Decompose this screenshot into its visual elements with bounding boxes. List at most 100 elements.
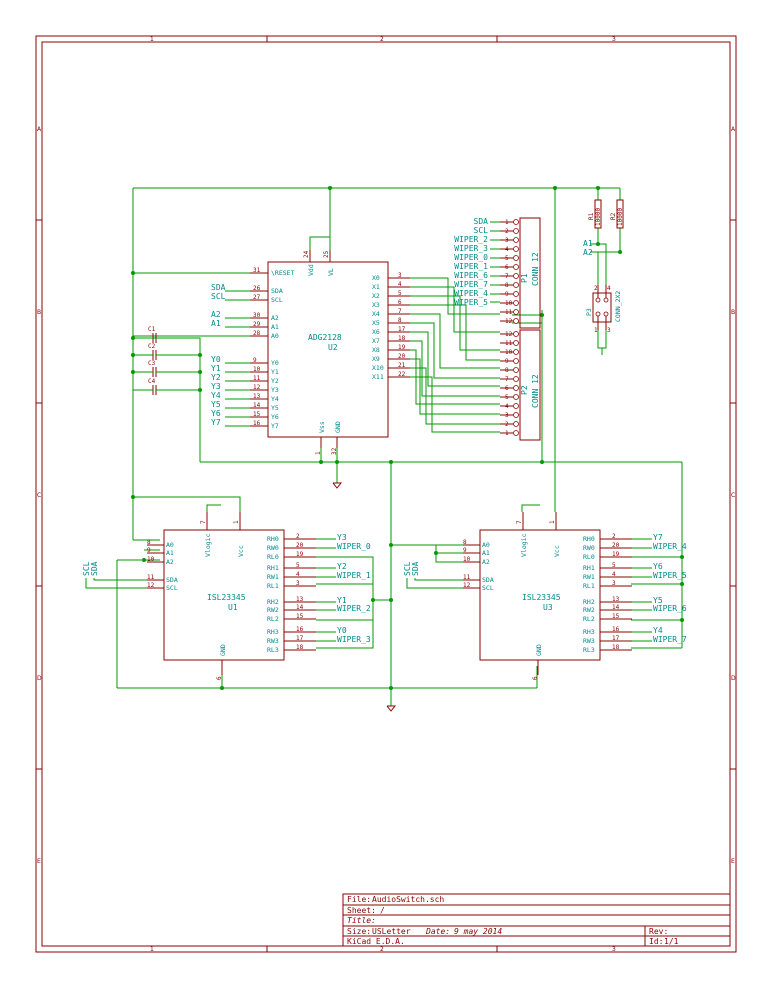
u2-pin-number: 6: [398, 299, 402, 306]
p1-pins: 1SDA2SCL3WIPER_24WIPER_35WIPER_06WIPER_1…: [454, 217, 519, 325]
c2-ref: C2: [148, 343, 156, 350]
u1-pin-number: 15: [296, 613, 304, 620]
u3-scl-label: SCL: [403, 561, 412, 576]
u1-value: ISL23345: [207, 593, 246, 602]
resistor-r1[interactable]: R1 10000: [588, 199, 602, 229]
net-label-a1: A1: [583, 239, 593, 248]
net-label-wiper-5: WIPER_5: [454, 298, 488, 307]
u1-pin-name: A2: [166, 558, 174, 566]
u2-pin-number: 14: [253, 402, 261, 409]
u3-pin-number: 20: [612, 542, 620, 549]
u2-pin-name: Y0: [271, 359, 279, 367]
u1-pin-number: 14: [296, 604, 304, 611]
resistor-r2[interactable]: R2 10000: [610, 199, 624, 229]
net-label-y5: Y5: [211, 400, 221, 409]
border-row-c-right: C: [731, 492, 735, 499]
u3-pin-name: A0: [482, 541, 490, 549]
p2-pin-circle: [513, 340, 519, 346]
u3-pin-number: 14: [612, 604, 620, 611]
u2-pin-name: Y4: [271, 395, 279, 403]
u3-pin-number: 15: [612, 613, 620, 620]
net-label-y3: Y3: [211, 382, 221, 391]
p1-pin-number: 12: [505, 318, 513, 325]
u3-pin-number: 6: [532, 676, 539, 680]
u2-pin-name: SCL: [271, 296, 283, 304]
u2-pin-name: X2: [372, 292, 380, 300]
p1-pin-circle: [513, 273, 519, 279]
p3-connector[interactable]: 2 4 1 3 P3 CONN_2X2: [585, 285, 622, 334]
u1-pin-name: A0: [166, 541, 174, 549]
u3-pin-number: 10: [463, 556, 471, 563]
u2-pin-name: Vss: [318, 421, 326, 433]
p1-pin-circle: [513, 237, 519, 243]
u2-pin-number: 7: [398, 308, 402, 315]
u3-pin-number: 4: [612, 571, 616, 578]
u2-pin-number: 18: [398, 335, 406, 342]
u2-value: ADG2128: [308, 333, 342, 342]
u2-pin-name: Y2: [271, 377, 279, 385]
size-label: Size:: [347, 927, 371, 936]
net-label-y3: Y3: [337, 533, 347, 542]
r2-ref: R2: [610, 212, 617, 220]
p3-pin-4: 4: [607, 285, 611, 292]
u2-pin-number: 28: [253, 330, 261, 337]
u3-pin-name: Vcc: [553, 545, 561, 557]
u1-pin-name: RW3: [267, 637, 279, 645]
net-label-wiper-3: WIPER_3: [337, 635, 371, 644]
u2-pin-name: X7: [372, 337, 380, 345]
u3-pin-name: RL0: [583, 553, 595, 561]
u1-pin-name: Vlogic: [204, 533, 212, 557]
u3-pin-name: SDA: [482, 576, 494, 584]
p1-connector[interactable]: CONN_12 P1 1SDA2SCL3WIPER_24WIPER_35WIPE…: [454, 217, 541, 329]
net-label-wiper-2: WIPER_2: [337, 604, 371, 613]
u1-pin-number: 13: [296, 596, 304, 603]
u1-pin-name: RH2: [267, 598, 279, 606]
u3-ref: U3: [543, 603, 553, 612]
junctions: [131, 186, 684, 690]
u1-pin-number: 11: [147, 574, 155, 581]
u3-pin-number: 19: [612, 551, 620, 558]
u3-pin-number: 8: [463, 539, 467, 546]
u3-pin-name: RW0: [583, 544, 595, 552]
p1-pin-circle: [513, 282, 519, 288]
net-label-a2: A2: [583, 248, 593, 257]
u2-pin-name: Y5: [271, 404, 279, 412]
p1-pin-number: 4: [505, 246, 509, 253]
net-label-wiper-0: WIPER_0: [337, 542, 371, 551]
u2-pin-number: 15: [253, 411, 261, 418]
net-label-a1: A1: [211, 319, 221, 328]
id-label: Id:: [649, 937, 663, 946]
file-value: AudioSwitch.sch: [372, 895, 444, 904]
u1-pin-number: 12: [147, 582, 155, 589]
capacitor-c3[interactable]: C3: [146, 360, 162, 377]
u2-pin-name: X11: [372, 373, 384, 381]
u3-pin-number: 16: [612, 626, 620, 633]
u2-pin-number: 17: [398, 326, 406, 333]
net-label-y5: Y5: [653, 596, 663, 605]
net-label-wiper-2: WIPER_2: [454, 235, 488, 244]
capacitor-c4[interactable]: C4: [146, 378, 162, 395]
border-row-a: A: [37, 126, 42, 133]
p2-pin-number: 12: [505, 331, 513, 338]
r1-value: 10000: [595, 208, 602, 226]
u1-pin-name: RW0: [267, 544, 279, 552]
u1-pin-number: 1: [233, 520, 240, 524]
u3-pin-number: 3: [612, 580, 616, 587]
u3-pin-number: 1: [549, 520, 556, 524]
capacitor-c2[interactable]: C2: [146, 343, 162, 360]
date-label: Date:: [425, 927, 450, 936]
border-col-3: 3: [612, 36, 616, 43]
p2-pin-circle: [513, 421, 519, 427]
capacitor-c1[interactable]: C1: [146, 326, 162, 343]
p1-pin-circle: [513, 228, 519, 234]
net-label-wiper-5: WIPER_5: [653, 571, 687, 580]
u3-pin-name: RL3: [583, 646, 595, 654]
u2-pin-name: A2: [271, 314, 279, 322]
